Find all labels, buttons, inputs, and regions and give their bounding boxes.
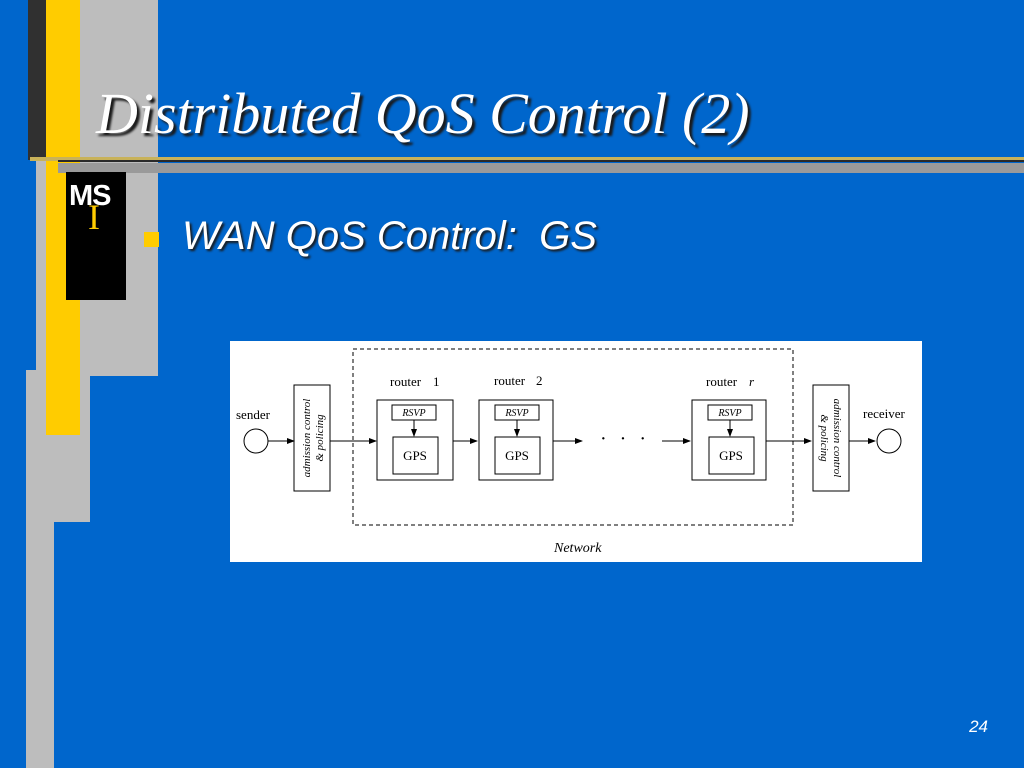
admission-left-line1: admission control bbox=[301, 399, 313, 478]
logo-box bbox=[66, 172, 126, 300]
bullet-icon bbox=[144, 232, 159, 247]
router-1-index: 1 bbox=[433, 374, 440, 389]
network-boundary bbox=[352, 348, 794, 526]
title-underline bbox=[30, 157, 1024, 161]
admission-box-left bbox=[293, 384, 331, 492]
admission-box-right bbox=[812, 384, 850, 492]
router-2-box bbox=[478, 399, 554, 481]
router-r-rsvp: RSVP bbox=[717, 408, 741, 419]
router-r-box bbox=[691, 399, 767, 481]
router-1-box bbox=[376, 399, 454, 481]
page-number: 24 bbox=[969, 717, 988, 736]
network-label: Network bbox=[553, 541, 602, 556]
title-underline-shadow bbox=[58, 163, 1024, 173]
router-r-gps: GPS bbox=[719, 448, 743, 463]
page-title: Distributed QoS Control (2) bbox=[96, 81, 750, 146]
logo-accent: I bbox=[88, 197, 100, 237]
receiver-label: receiver bbox=[863, 406, 906, 421]
router-2-rsvp: RSVP bbox=[504, 408, 528, 419]
sender-label: sender bbox=[236, 407, 271, 422]
qos-diagram: Network sender admission control & polic… bbox=[230, 341, 922, 562]
router-1-rsvp: RSVP bbox=[401, 408, 425, 419]
logo-letters: MS bbox=[69, 180, 111, 212]
router-1-name: router bbox=[390, 374, 422, 389]
admission-left-line2: & policing bbox=[314, 414, 326, 462]
qos-diagram-svg: Network sender admission control & polic… bbox=[236, 348, 906, 556]
bullet-text: WAN QoS Control: GS bbox=[182, 214, 597, 258]
title-underline-dark bbox=[58, 160, 1024, 162]
router-2-index: 2 bbox=[536, 373, 543, 388]
router-ellipsis: · · · bbox=[600, 428, 650, 450]
admission-right-line2: & policing bbox=[818, 414, 830, 462]
router-r-index: r bbox=[749, 374, 755, 389]
router-r-name: router bbox=[706, 374, 738, 389]
router-2-gps: GPS bbox=[505, 448, 529, 463]
admission-right-line1: admission control bbox=[831, 399, 843, 478]
router-2-name: router bbox=[494, 373, 526, 388]
receiver-node bbox=[876, 428, 902, 454]
sender-node bbox=[243, 428, 269, 454]
router-1-gps: GPS bbox=[403, 448, 427, 463]
decor-bar-gray-long bbox=[26, 370, 54, 768]
